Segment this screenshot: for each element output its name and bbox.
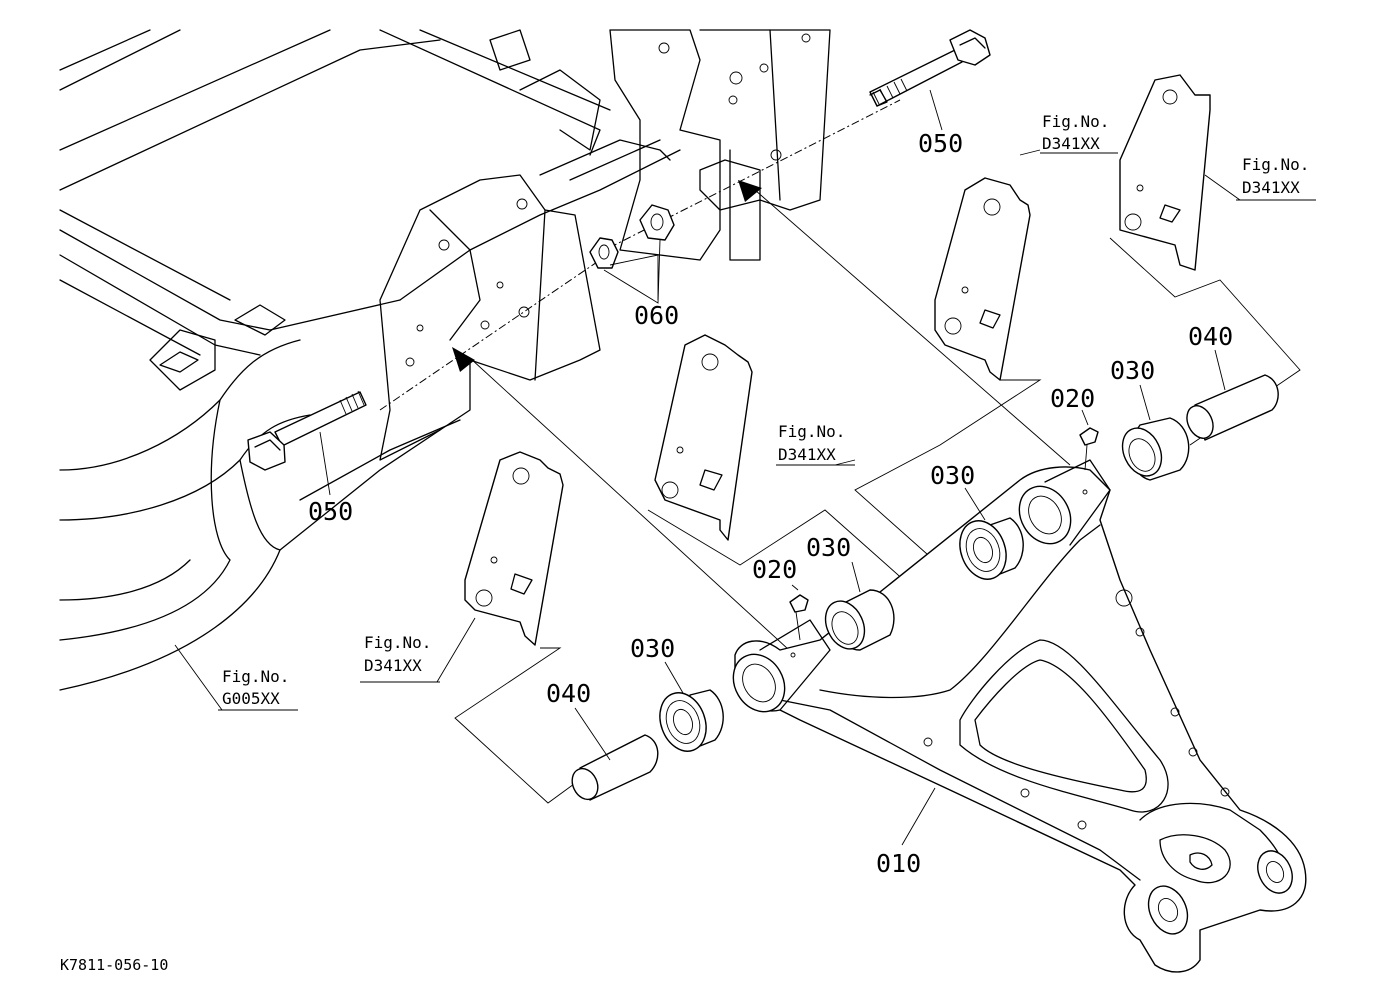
figure-reference-prefix: Fig.No.: [364, 633, 431, 652]
figure-reference-top-right[interactable]: Fig.No. D341XX: [1236, 155, 1316, 201]
part-label-020-left: 020: [752, 555, 797, 584]
figure-reference-middle[interactable]: Fig.No. D341XX: [776, 422, 855, 466]
figure-reference-lower-left[interactable]: Fig.No. D341XX: [360, 633, 440, 683]
part-label-030-left-inner: 030: [806, 533, 851, 562]
part-label-030-right-outer: 030: [1110, 356, 1155, 385]
part-label-010: 010: [876, 849, 921, 878]
bushing-030-right-outer: [1121, 417, 1190, 481]
nut-060-a: [589, 237, 619, 269]
figure-reference-top-center[interactable]: Fig.No. D341XX: [1040, 112, 1118, 154]
part-label-050-left: 050: [308, 497, 353, 526]
bracket-plate-lower-left: [454, 451, 601, 804]
nut-060-b: [639, 204, 675, 241]
bracket-plate-upper-middle: [854, 177, 1042, 571]
grease-nipple-020-right: [1079, 427, 1099, 471]
bushing-030-left-inner: [824, 589, 895, 651]
figure-reference-code: D341XX: [1242, 178, 1300, 197]
figure-reference-prefix: Fig.No.: [1042, 112, 1109, 131]
spacer-040-right: [1186, 374, 1279, 441]
part-label-030-right-inner: 030: [930, 461, 975, 490]
alignment-arrow-lines: [452, 180, 1071, 661]
part-label-040-left: 040: [546, 679, 591, 708]
lower-a-arm-010: [732, 459, 1307, 973]
figure-reference-frame[interactable]: Fig.No. G005XX: [218, 667, 298, 711]
bolt-050-left: [247, 390, 367, 471]
figure-reference-code: D341XX: [778, 445, 836, 464]
figure-reference-prefix: Fig.No.: [778, 422, 845, 441]
main-frame: [59, 29, 901, 691]
part-label-060: 060: [634, 301, 679, 330]
figure-reference-code: D341XX: [364, 656, 422, 675]
figure-reference-code: D341XX: [1042, 134, 1100, 153]
spacer-040-left: [571, 734, 659, 801]
part-label-050-top: 050: [918, 129, 963, 158]
figure-reference-prefix: Fig.No.: [222, 667, 289, 686]
drawing-code: K7811-056-10: [60, 956, 168, 974]
figure-reference-code: G005XX: [222, 689, 280, 708]
part-label-020-right: 020: [1050, 384, 1095, 413]
part-label-030-left-outer: 030: [630, 634, 675, 663]
figure-reference-prefix: Fig.No.: [1242, 155, 1309, 174]
grease-nipple-020-left: [789, 594, 809, 641]
bearing-030-left-outer: [659, 689, 724, 752]
part-label-040-right: 040: [1188, 322, 1233, 351]
bearing-030-right-inner: [959, 517, 1024, 580]
bolt-050-top: [869, 29, 991, 107]
leader-lines: [174, 89, 1241, 846]
